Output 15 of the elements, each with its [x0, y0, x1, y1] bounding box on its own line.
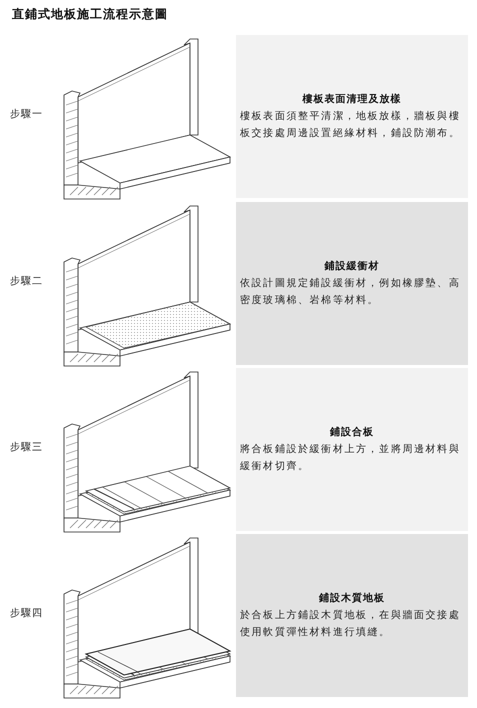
step-label: 步驟二: [10, 274, 43, 288]
step-description: 將合板鋪設於緩衝材上方，並將周邊材料與緩衝材切齊。: [240, 442, 462, 474]
step-description-panel: [236, 534, 468, 697]
step-description: 於合板上方鋪設木質地板，在與牆面交接處使用軟質彈性材料進行填縫。: [240, 608, 462, 640]
step-heading: 鋪設合板: [328, 426, 375, 440]
step-description: 樓板表面須整平清潔，地板放樣，牆板與樓板交接處周邊設置絕緣材料，鋪設防潮布。: [240, 110, 462, 140]
diagram-title: 直鋪式地板施工流程示意圖: [12, 6, 168, 23]
step-description: 依設計圖規定鋪設緩衝材，例如橡膠墊、高密度玻璃棉、岩棉等材料。: [240, 276, 462, 308]
step-label: 步驟三: [10, 440, 43, 454]
step-description-panel: [236, 202, 468, 365]
step-label: 步驟一: [10, 108, 43, 121]
step-heading: 鋪設緩衝材: [323, 260, 380, 274]
step-label: 步驟四: [10, 606, 43, 620]
step-heading: 鋪設木質地板: [318, 592, 386, 606]
step-heading: 樓板表面清理及放樣: [301, 92, 402, 106]
